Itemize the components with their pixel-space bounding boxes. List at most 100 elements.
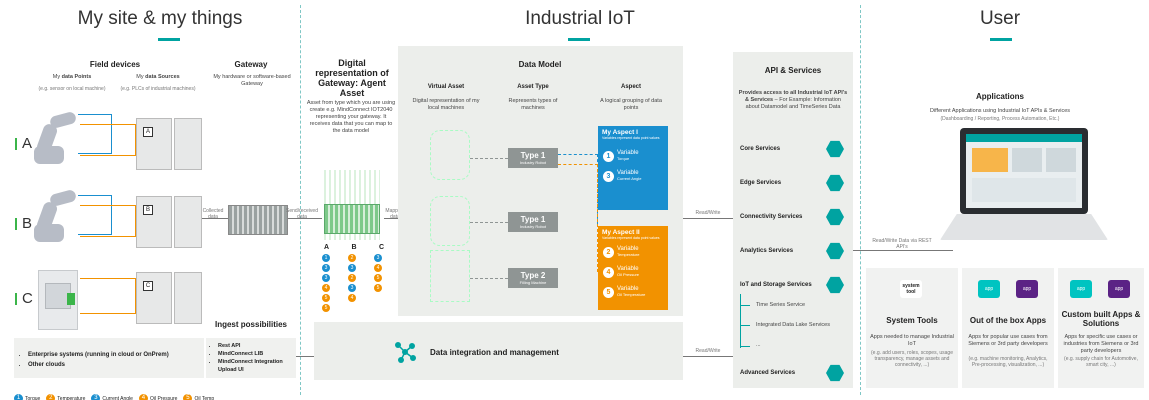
enterprise-systems-box: Enterprise systems (running in cloud or …: [14, 338, 204, 378]
agent-datapoint: 4: [374, 264, 382, 272]
system-tool-tile[interactable]: system tool: [900, 280, 922, 298]
tree-line: [740, 294, 741, 348]
row-marker: [15, 218, 17, 230]
row-marker: [15, 293, 17, 305]
data-points-sub: (e.g. sensor on local machine): [38, 86, 106, 92]
laptop-base: [940, 214, 1108, 240]
applications-sub: (Dashboarding / Reporting, Process Autom…: [940, 116, 1060, 122]
agent-asset-title: Digital representation of Gateway: Agent…: [315, 58, 389, 98]
virtual-filling-machine-icon: [430, 250, 470, 302]
virtual-asset-desc: Digital representation of my local machi…: [412, 98, 480, 111]
connector-dashed: [470, 278, 508, 279]
agent-datapoint-empty: [348, 304, 356, 314]
app-tile[interactable]: app: [1108, 280, 1130, 298]
agent-datapoint: 4: [322, 284, 330, 292]
data-sources-sub: (e.g. PLCs of industrial machines): [120, 86, 196, 92]
app-card-custom[interactable]: app app Custom built Apps & Solutions Ap…: [1058, 268, 1144, 388]
collected-data-label: Collected data: [202, 208, 224, 220]
app-tile[interactable]: app: [978, 280, 1000, 298]
tree-branch: [740, 325, 750, 326]
wire-bundle: [80, 205, 136, 237]
cloud-icon: [826, 174, 844, 192]
agent-datapoint-empty: [374, 304, 382, 314]
agent-datapoint: 5: [374, 284, 382, 292]
agent-asset-desc: Asset from type which you are using crea…: [306, 100, 396, 134]
plc-cabinet-side: [174, 196, 202, 248]
service-analytics[interactable]: Analytics Services: [740, 248, 794, 254]
wire-bundle: [80, 278, 136, 314]
title-underline: [158, 38, 180, 41]
app-tile[interactable]: app: [1070, 280, 1092, 298]
row-label-c: C: [22, 290, 33, 307]
readwrite-label: Read/Write: [695, 348, 721, 354]
agent-datapoint-empty: [374, 294, 382, 304]
rest-api-label: Read/Write Data via REST API's: [872, 238, 932, 250]
aspect-one-box[interactable]: My Aspect I Variables represent data poi…: [598, 126, 668, 210]
data-sources-heading: My data Sources: [136, 74, 180, 80]
api-services-desc: Provides access to all Industrial IoT AP…: [738, 90, 848, 110]
cloud-upload-icon: [826, 208, 844, 226]
agent-datapoint: 3: [374, 254, 382, 262]
aspect-title: Aspect: [620, 84, 641, 90]
aspect-desc: A logical grouping of data points: [600, 98, 662, 111]
gateway-title: Gateway: [234, 60, 268, 69]
applications-desc: Different Applications using Industrial …: [929, 108, 1071, 114]
field-devices-title: Field devices: [89, 60, 141, 69]
section-divider: [300, 5, 301, 395]
app-card-system-tools[interactable]: system tool System Tools Apps needed to …: [866, 268, 958, 388]
plc-cabinet: C: [136, 272, 172, 324]
service-core[interactable]: Core Services: [740, 146, 781, 152]
service-data-lake[interactable]: Integrated Data Lake Services: [756, 322, 830, 328]
aspect-two-box[interactable]: My Aspect II Variables represent data po…: [598, 226, 668, 310]
readwrite-label: Read/Write: [695, 210, 721, 216]
service-connectivity[interactable]: Connectivity Services: [740, 214, 803, 220]
agent-datapoint: 3: [322, 274, 330, 282]
service-iot-storage[interactable]: IoT and Storage Services: [740, 282, 812, 288]
app-tile[interactable]: app: [1016, 280, 1038, 298]
agent-datapoint: 2: [348, 274, 356, 282]
industrial-robot-icon: [34, 188, 78, 248]
service-edge[interactable]: Edge Services: [740, 180, 782, 186]
connector-line: [683, 218, 733, 219]
network-icon: [393, 340, 417, 364]
applications-title: Applications: [975, 92, 1024, 101]
connector-line: [288, 218, 322, 219]
service-time-series[interactable]: Time Series Service: [756, 302, 806, 308]
plc-cabinet: B: [136, 196, 172, 248]
agent-datapoint: 3: [348, 264, 356, 272]
mapping-label: Mapping data: [385, 208, 405, 220]
connector-dashed-orange: [558, 164, 598, 272]
data-points-heading: My data Points: [52, 74, 92, 80]
title-underline: [990, 38, 1012, 41]
ingest-title: Ingest possibilities: [214, 320, 287, 329]
service-advanced[interactable]: Advanced Services: [740, 370, 796, 376]
app-card-out-of-box[interactable]: app app Out of the box Apps Apps for pop…: [962, 268, 1054, 388]
agent-datapoint: 5: [322, 304, 330, 312]
agent-grid-row: 5: [322, 304, 382, 314]
wire-bundle: [78, 195, 112, 235]
gateway-sub: My hardware or software-based Gateway: [213, 74, 291, 87]
filling-machine-icon: [38, 270, 78, 330]
title-underline: [568, 38, 590, 41]
agent-datapoint: 2: [348, 254, 356, 262]
virtual-robot-icon: [430, 196, 470, 246]
tree-branch: [740, 305, 750, 306]
section-title-industrial-iot: Industrial IoT: [525, 8, 635, 29]
rocket-icon: [826, 364, 844, 382]
row-marker: [15, 138, 17, 150]
database-icon: [826, 276, 844, 294]
